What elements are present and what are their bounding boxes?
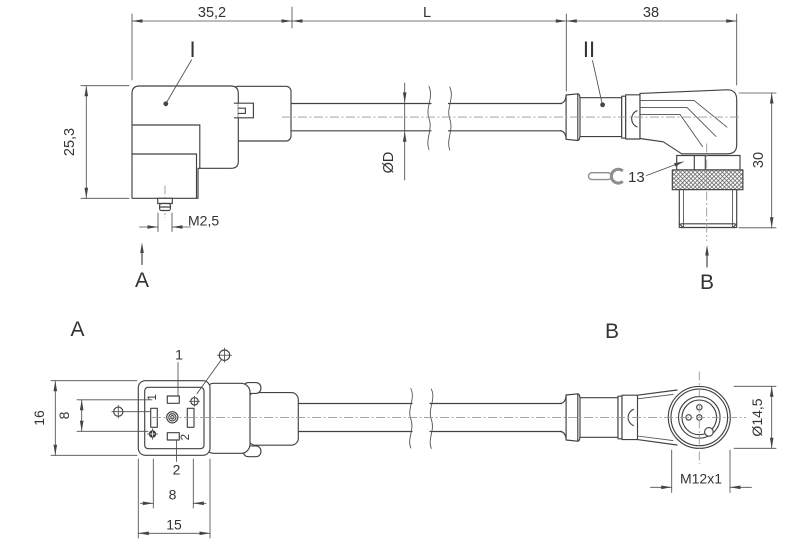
dim-8-vertical-group: 8 [56, 399, 153, 432]
dim-16-group: 16 [31, 380, 138, 456]
dim-m25-group: M2,5 [139, 213, 219, 232]
dim-8-horizontal-group: 8 [140, 458, 207, 509]
contact-slot-2 [166, 432, 180, 441]
dim-35-2: 35,2 [198, 5, 226, 21]
connector-I-side [131, 85, 292, 218]
earth-ground-screw-filled-icon [146, 428, 159, 440]
view-arrow-b-label: B [700, 271, 714, 294]
dim-m25: M2,5 [188, 213, 219, 229]
dim-30: 30 [751, 152, 767, 168]
connector-I-label: I [189, 37, 195, 62]
dim-m12x1: M12x1 [680, 471, 722, 487]
view-b-title: B [605, 320, 619, 343]
earth-ground-icon-left [111, 404, 151, 419]
m25-screw [157, 185, 173, 218]
m12-thread-stud [678, 189, 738, 229]
cable-side-view [290, 86, 565, 151]
top-dimension-chain: 35,2 L 38 [131, 5, 738, 92]
cable-break-icon [409, 388, 413, 449]
dim-25-3: 25,3 [62, 128, 78, 156]
dim-8-horizontal: 8 [169, 487, 177, 503]
latch-tab [233, 102, 254, 119]
view-arrow-a: A [135, 242, 149, 292]
keyway-notch [704, 427, 714, 437]
callout-connector-II: II [583, 37, 605, 108]
dim-15-group: 15 [137, 458, 211, 539]
dim-14-5: Ø14,5 [749, 398, 765, 436]
callout-connector-I: I [163, 37, 196, 107]
contact-2-label: 2 [173, 462, 181, 478]
dim-cable-diameter: ØD [381, 152, 397, 174]
earth-ground-screw-icon [189, 395, 200, 407]
wrench-size-callout: 13 [587, 161, 685, 186]
cable-break-icon [427, 86, 431, 150]
view-arrow-a-label: A [135, 269, 149, 292]
dim-15: 15 [166, 517, 182, 533]
connector-I-bottom [137, 380, 299, 458]
connector-II-label: II [583, 37, 595, 62]
view-arrow-b: B [700, 245, 714, 294]
dim-m12x1-group: M12x1 [650, 449, 752, 493]
wrench-size-label: 13 [628, 169, 645, 186]
dim-16: 16 [31, 410, 47, 426]
knurled-nut [671, 169, 744, 191]
dim-30-group: 30 [738, 92, 777, 229]
dim-8-vertical: 8 [56, 411, 72, 419]
connector-face-contacts: 1 2 1 2 [111, 347, 232, 478]
cable-bottom-view [297, 388, 563, 449]
earth-ground-icon-top [196, 347, 232, 395]
dim-25-3-group: 25,3 [62, 85, 130, 199]
dim-cable-diameter-group: ØD [381, 82, 407, 181]
contact-1-label: 1 [175, 347, 183, 363]
contact-slot-1 [166, 395, 180, 404]
dim-L: L [423, 5, 431, 21]
wrench-icon [587, 167, 624, 185]
contact-1-inner-label: 1 [147, 394, 159, 400]
hex-nut [676, 154, 741, 171]
contact-2-inner-label: 2 [180, 434, 192, 440]
connector-II-side [559, 89, 744, 229]
dim-14-5-group: Ø14,5 [733, 385, 777, 449]
view-a-title: A [70, 318, 84, 341]
dim-38: 38 [643, 5, 659, 21]
